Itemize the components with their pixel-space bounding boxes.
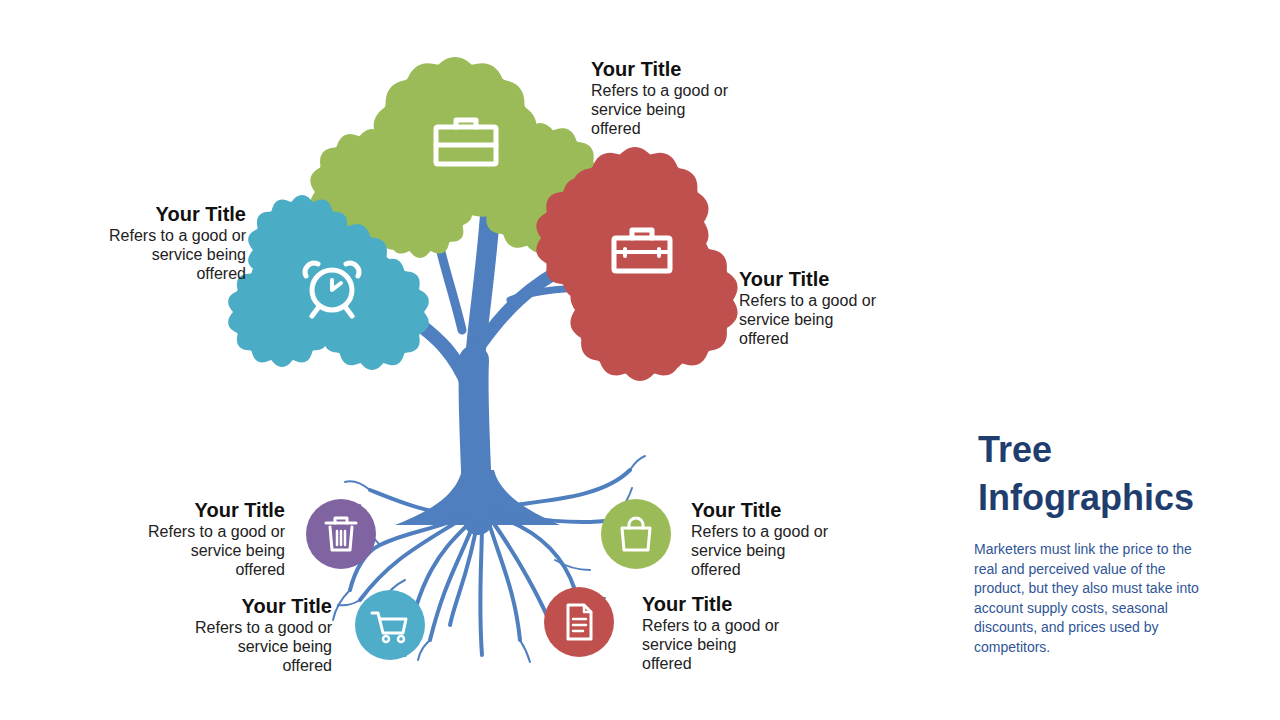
- icon-stroke: [346, 263, 359, 276]
- item-description: Refers to a good or service being offere…: [143, 522, 285, 579]
- clock-icon: [305, 263, 359, 316]
- icon-stroke: [312, 270, 352, 310]
- canopy-cloud: Your TitleRefers to a good or service be…: [224, 192, 444, 370]
- icon-stroke: [337, 531, 345, 545]
- icon-stroke: [456, 120, 476, 127]
- trash-icon: [326, 518, 356, 550]
- icon-stroke: [332, 280, 341, 290]
- item-title: Your Title: [642, 592, 802, 616]
- bag-icon: [622, 518, 650, 550]
- icon-stroke: [335, 518, 347, 523]
- icon-stroke: [330, 527, 352, 550]
- circle-fill: [601, 499, 671, 569]
- shape-group: [544, 587, 614, 657]
- text-block: Your TitleRefers to a good or service be…: [739, 267, 899, 348]
- icon-stroke: [632, 230, 652, 238]
- cloud-lobe: [570, 239, 709, 381]
- cloud-outline: [224, 192, 444, 370]
- root-circle: Your TitleRefers to a good or service be…: [601, 499, 671, 569]
- circle-outline: [544, 587, 614, 657]
- icon-stroke: [614, 238, 670, 271]
- icon-stroke: [372, 613, 406, 633]
- root-circle: Your TitleRefers to a good or service be…: [544, 587, 614, 657]
- item-title: Your Title: [691, 498, 851, 522]
- shape-group: [355, 590, 425, 660]
- icon-stroke: [305, 263, 318, 276]
- item-description: Refers to a good or service being offere…: [691, 522, 833, 579]
- shape-group: [536, 147, 737, 381]
- cloud-lobe: [273, 219, 396, 345]
- doc-icon: [568, 605, 591, 639]
- shape-group: [601, 499, 671, 569]
- circle-outline: [306, 499, 376, 569]
- icon-stroke: [573, 619, 586, 631]
- icon-stroke: [614, 250, 670, 254]
- icon-stroke: [584, 605, 591, 612]
- toolbox-icon: [614, 230, 670, 271]
- root-circle: Your TitleRefers to a good or service be…: [355, 590, 425, 660]
- icon-stroke: [436, 143, 496, 148]
- item-description: Refers to a good or service being offere…: [104, 226, 246, 283]
- text-block: Your TitleRefers to a good or service be…: [86, 202, 246, 283]
- text-block: Your TitleRefers to a good or service be…: [691, 498, 851, 579]
- item-description: Refers to a good or service being offere…: [642, 616, 784, 673]
- item-description: Refers to a good or service being offere…: [190, 618, 332, 675]
- cloud-outline: [526, 148, 744, 374]
- slide-caption: Marketers must link the price to the rea…: [974, 540, 1218, 657]
- item-title: Your Title: [591, 57, 751, 81]
- icon-stroke: [629, 518, 643, 528]
- icon-stroke: [326, 522, 356, 525]
- icon-stroke: [436, 127, 496, 164]
- root-circle: Your TitleRefers to a good or service be…: [306, 499, 376, 569]
- text-block: Your TitleRefers to a good or service be…: [591, 57, 751, 138]
- icon-stroke: [568, 605, 591, 639]
- icon-stroke: [398, 636, 404, 642]
- circle-fill: [306, 499, 376, 569]
- item-title: Your Title: [86, 202, 246, 226]
- item-title: Your Title: [125, 498, 285, 522]
- item-title: Your Title: [739, 267, 899, 291]
- item-description: Refers to a good or service being offere…: [739, 291, 881, 348]
- item-title: Your Title: [172, 594, 332, 618]
- item-description: Refers to a good or service being offere…: [591, 81, 733, 138]
- text-block: Your TitleRefers to a good or service be…: [172, 594, 332, 675]
- shape-group: [228, 195, 429, 370]
- slide-title: Tree Infographics: [978, 426, 1238, 522]
- cart-icon: [372, 613, 406, 642]
- icon-stroke: [312, 308, 352, 316]
- icon-stroke: [622, 528, 650, 550]
- shape-group: [306, 499, 376, 569]
- text-block: Your TitleRefers to a good or service be…: [125, 498, 285, 579]
- circle-fill: [544, 587, 614, 657]
- circle-fill: [355, 590, 425, 660]
- text-block: Your TitleRefers to a good or service be…: [642, 592, 802, 673]
- circle-outline: [601, 499, 671, 569]
- briefcase-icon: [436, 120, 496, 164]
- icon-stroke: [383, 636, 389, 642]
- circle-outline: [355, 590, 425, 660]
- icon-stroke: [625, 249, 659, 256]
- root-hairs: [333, 456, 645, 662]
- canopy-cloud: Your TitleRefers to a good or service be…: [526, 148, 744, 374]
